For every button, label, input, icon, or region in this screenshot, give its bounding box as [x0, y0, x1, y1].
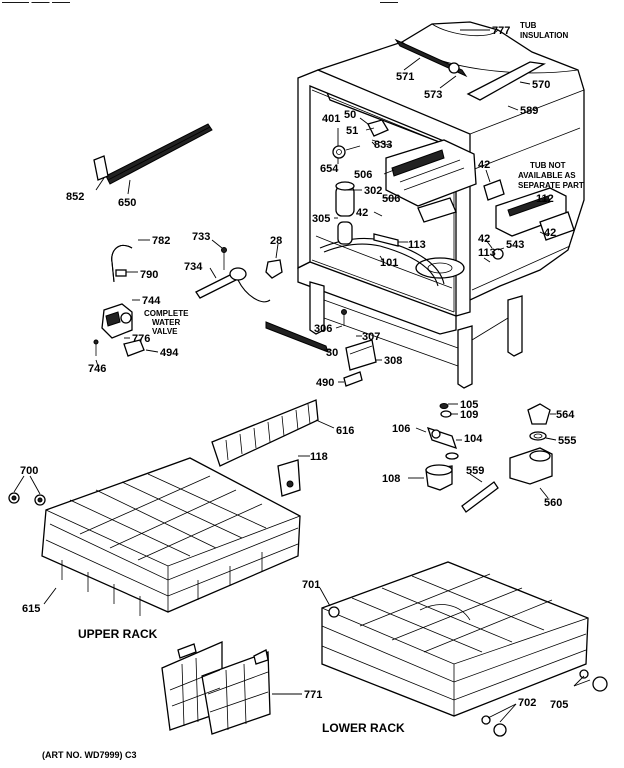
tub-assembly	[297, 21, 585, 389]
callout-50: 50	[344, 109, 356, 121]
silverware-basket	[161, 641, 271, 735]
callout-401: 401	[322, 113, 340, 125]
callout-101: 101	[380, 257, 398, 269]
callout-589: 589	[520, 105, 538, 117]
upper-rack	[8, 457, 301, 616]
callout-30: 30	[326, 347, 338, 359]
callout-734: 734	[184, 261, 203, 273]
callout-118: 118	[310, 451, 328, 463]
callout-113-a: 113	[408, 239, 426, 251]
callout-109: 109	[460, 409, 478, 421]
callout-654: 654	[320, 163, 339, 175]
note-tub-insulation-1: TUB	[520, 21, 537, 30]
callout-308: 308	[384, 355, 402, 367]
callout-506-a: 506	[354, 169, 372, 181]
callout-615: 615	[22, 603, 40, 615]
callout-573: 573	[424, 89, 442, 101]
callout-113-b: 113	[478, 247, 496, 259]
callout-777: 777	[492, 25, 510, 37]
callout-42-a: 42	[478, 159, 490, 171]
callout-700: 700	[20, 465, 38, 477]
callout-543: 543	[506, 239, 524, 251]
callout-42-c: 42	[544, 227, 556, 239]
leader-lines	[13, 29, 591, 723]
callout-833: 833	[374, 139, 392, 151]
callout-42-b: 42	[356, 207, 368, 219]
callout-302: 302	[364, 185, 382, 197]
callout-571: 571	[396, 71, 414, 83]
loose-parts-right	[277, 403, 553, 513]
callout-104: 104	[464, 433, 483, 445]
callout-564: 564	[556, 409, 575, 421]
callout-51: 51	[346, 125, 358, 137]
callout-108: 108	[382, 473, 400, 485]
callout-494: 494	[160, 347, 179, 359]
callout-112: 112	[536, 193, 554, 205]
note-complete-2: WATER	[152, 318, 181, 327]
note-tub-not-2: AVAILABLE AS	[518, 171, 576, 180]
loose-parts-left	[93, 123, 377, 387]
note-complete-1: COMPLETE	[144, 309, 189, 318]
callout-650: 650	[118, 197, 136, 209]
callout-776: 776	[132, 333, 150, 345]
callout-746: 746	[88, 363, 106, 375]
note-tub-not-1: TUB NOT	[530, 161, 566, 170]
callout-305: 305	[312, 213, 330, 225]
callout-307: 307	[362, 331, 380, 343]
callout-490: 490	[316, 377, 334, 389]
callout-782: 782	[152, 235, 170, 247]
callout-106: 106	[392, 423, 410, 435]
callout-555: 555	[558, 435, 576, 447]
callout-701: 701	[302, 579, 320, 591]
header-text-left: ——— —— ——	[2, 0, 70, 7]
callout-705: 705	[550, 699, 568, 711]
callout-28: 28	[270, 235, 282, 247]
art-number: (ART NO. WD7999) C3	[42, 750, 137, 760]
callout-105: 105	[460, 399, 478, 411]
callout-616: 616	[336, 425, 354, 437]
note-complete-3: VALVE	[152, 327, 178, 336]
caption-upper-rack: UPPER RACK	[78, 627, 158, 641]
callout-560: 560	[544, 497, 562, 509]
callout-506-b: 506	[382, 193, 400, 205]
lower-rack	[321, 561, 608, 737]
callout-702: 702	[518, 697, 536, 709]
callout-771: 771	[304, 689, 322, 701]
callout-733: 733	[192, 231, 210, 243]
header-text-center: ——	[380, 0, 398, 7]
callout-42-d: 42	[478, 233, 490, 245]
callout-306: 306	[314, 323, 332, 335]
rack-front-616	[211, 399, 319, 467]
callout-570: 570	[532, 79, 550, 91]
callout-559: 559	[466, 465, 484, 477]
callout-852: 852	[66, 191, 84, 203]
callout-labels: 777 TUB INSULATION 571 573 570 589 50 40…	[20, 21, 584, 711]
caption-lower-rack: LOWER RACK	[322, 721, 405, 735]
callout-744: 744	[142, 295, 161, 307]
callout-790: 790	[140, 269, 158, 281]
note-tub-insulation-2: INSULATION	[520, 31, 569, 40]
note-tub-not-3: SEPARATE PART	[518, 181, 584, 190]
